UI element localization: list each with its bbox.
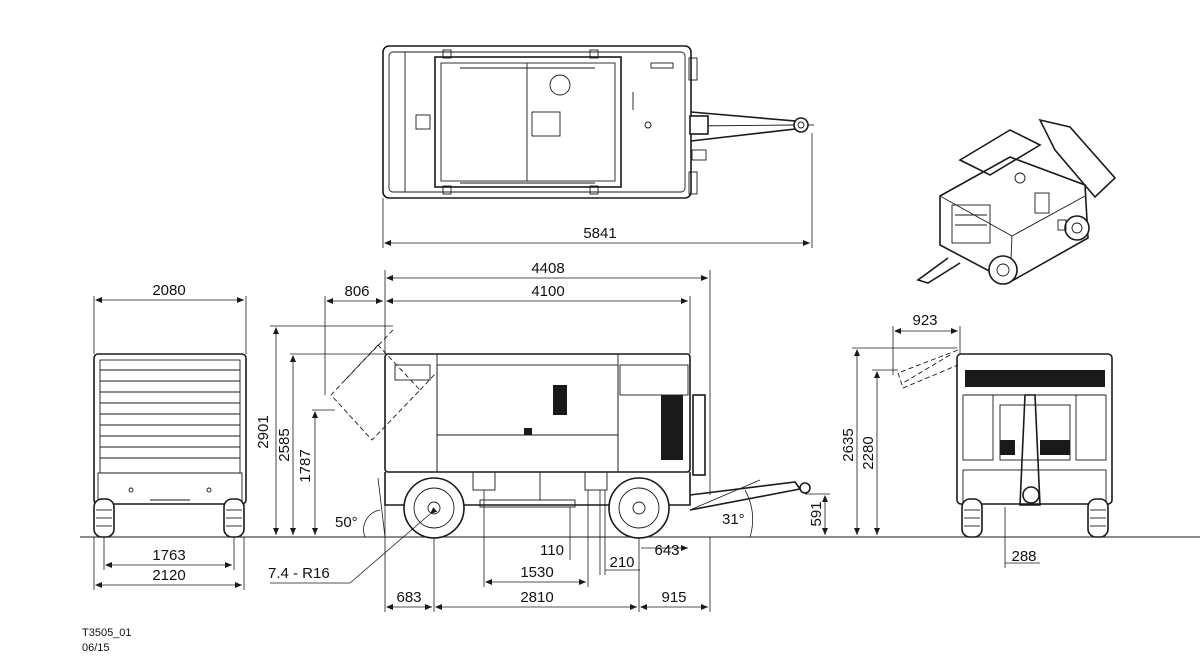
dim-front-overhang: 683 [396, 589, 421, 606]
dim-door-offset: 806 [344, 283, 369, 300]
dim-track-outer: 2120 [152, 567, 185, 584]
front-view: 923 2635 2280 288 [840, 312, 1113, 568]
dim-jack-offset: 210 [609, 554, 634, 571]
rear-grille [100, 369, 240, 459]
dim-hitch-height: 591 [808, 501, 825, 526]
drawing-id: T3505_01 [82, 627, 132, 639]
dim-top-length: 5841 [583, 225, 616, 242]
dim-wheelbase: 2810 [520, 589, 553, 606]
dim-drawbar-angle: 31° [722, 511, 745, 528]
dim-rear-width: 2080 [152, 282, 185, 299]
dim-drawbar-width: 288 [1011, 548, 1036, 565]
side-view: 4408 4100 806 2901 2585 1787 50° 7.4 - R… [255, 260, 830, 612]
dim-body-length: 4100 [531, 283, 564, 300]
dim-drawbar-length: 643 [654, 542, 679, 559]
dim-tire: 7.4 - R16 [268, 565, 330, 582]
dim-rear-overhang: 915 [661, 589, 686, 606]
dim-axle-offset: 1530 [520, 564, 553, 581]
isometric-view [916, 118, 1117, 285]
rear-view: 2080 1763 2120 [93, 282, 247, 590]
dim-door-angle: 50° [335, 514, 358, 531]
dim-ground-clear: 110 [540, 542, 564, 559]
dim-overall-length: 4408 [531, 260, 564, 277]
dim-front-door-width: 923 [912, 312, 937, 329]
top-view: 5841 [382, 45, 814, 248]
dim-height-total: 2585 [276, 428, 293, 461]
dim-front-height: 2280 [860, 436, 877, 469]
dim-height-door-open: 2901 [255, 415, 272, 448]
dim-front-height-open: 2635 [840, 428, 857, 461]
dim-height-frame: 1787 [297, 449, 314, 482]
dim-track-inner: 1763 [152, 547, 185, 564]
drawing-date: 06/15 [82, 642, 110, 654]
